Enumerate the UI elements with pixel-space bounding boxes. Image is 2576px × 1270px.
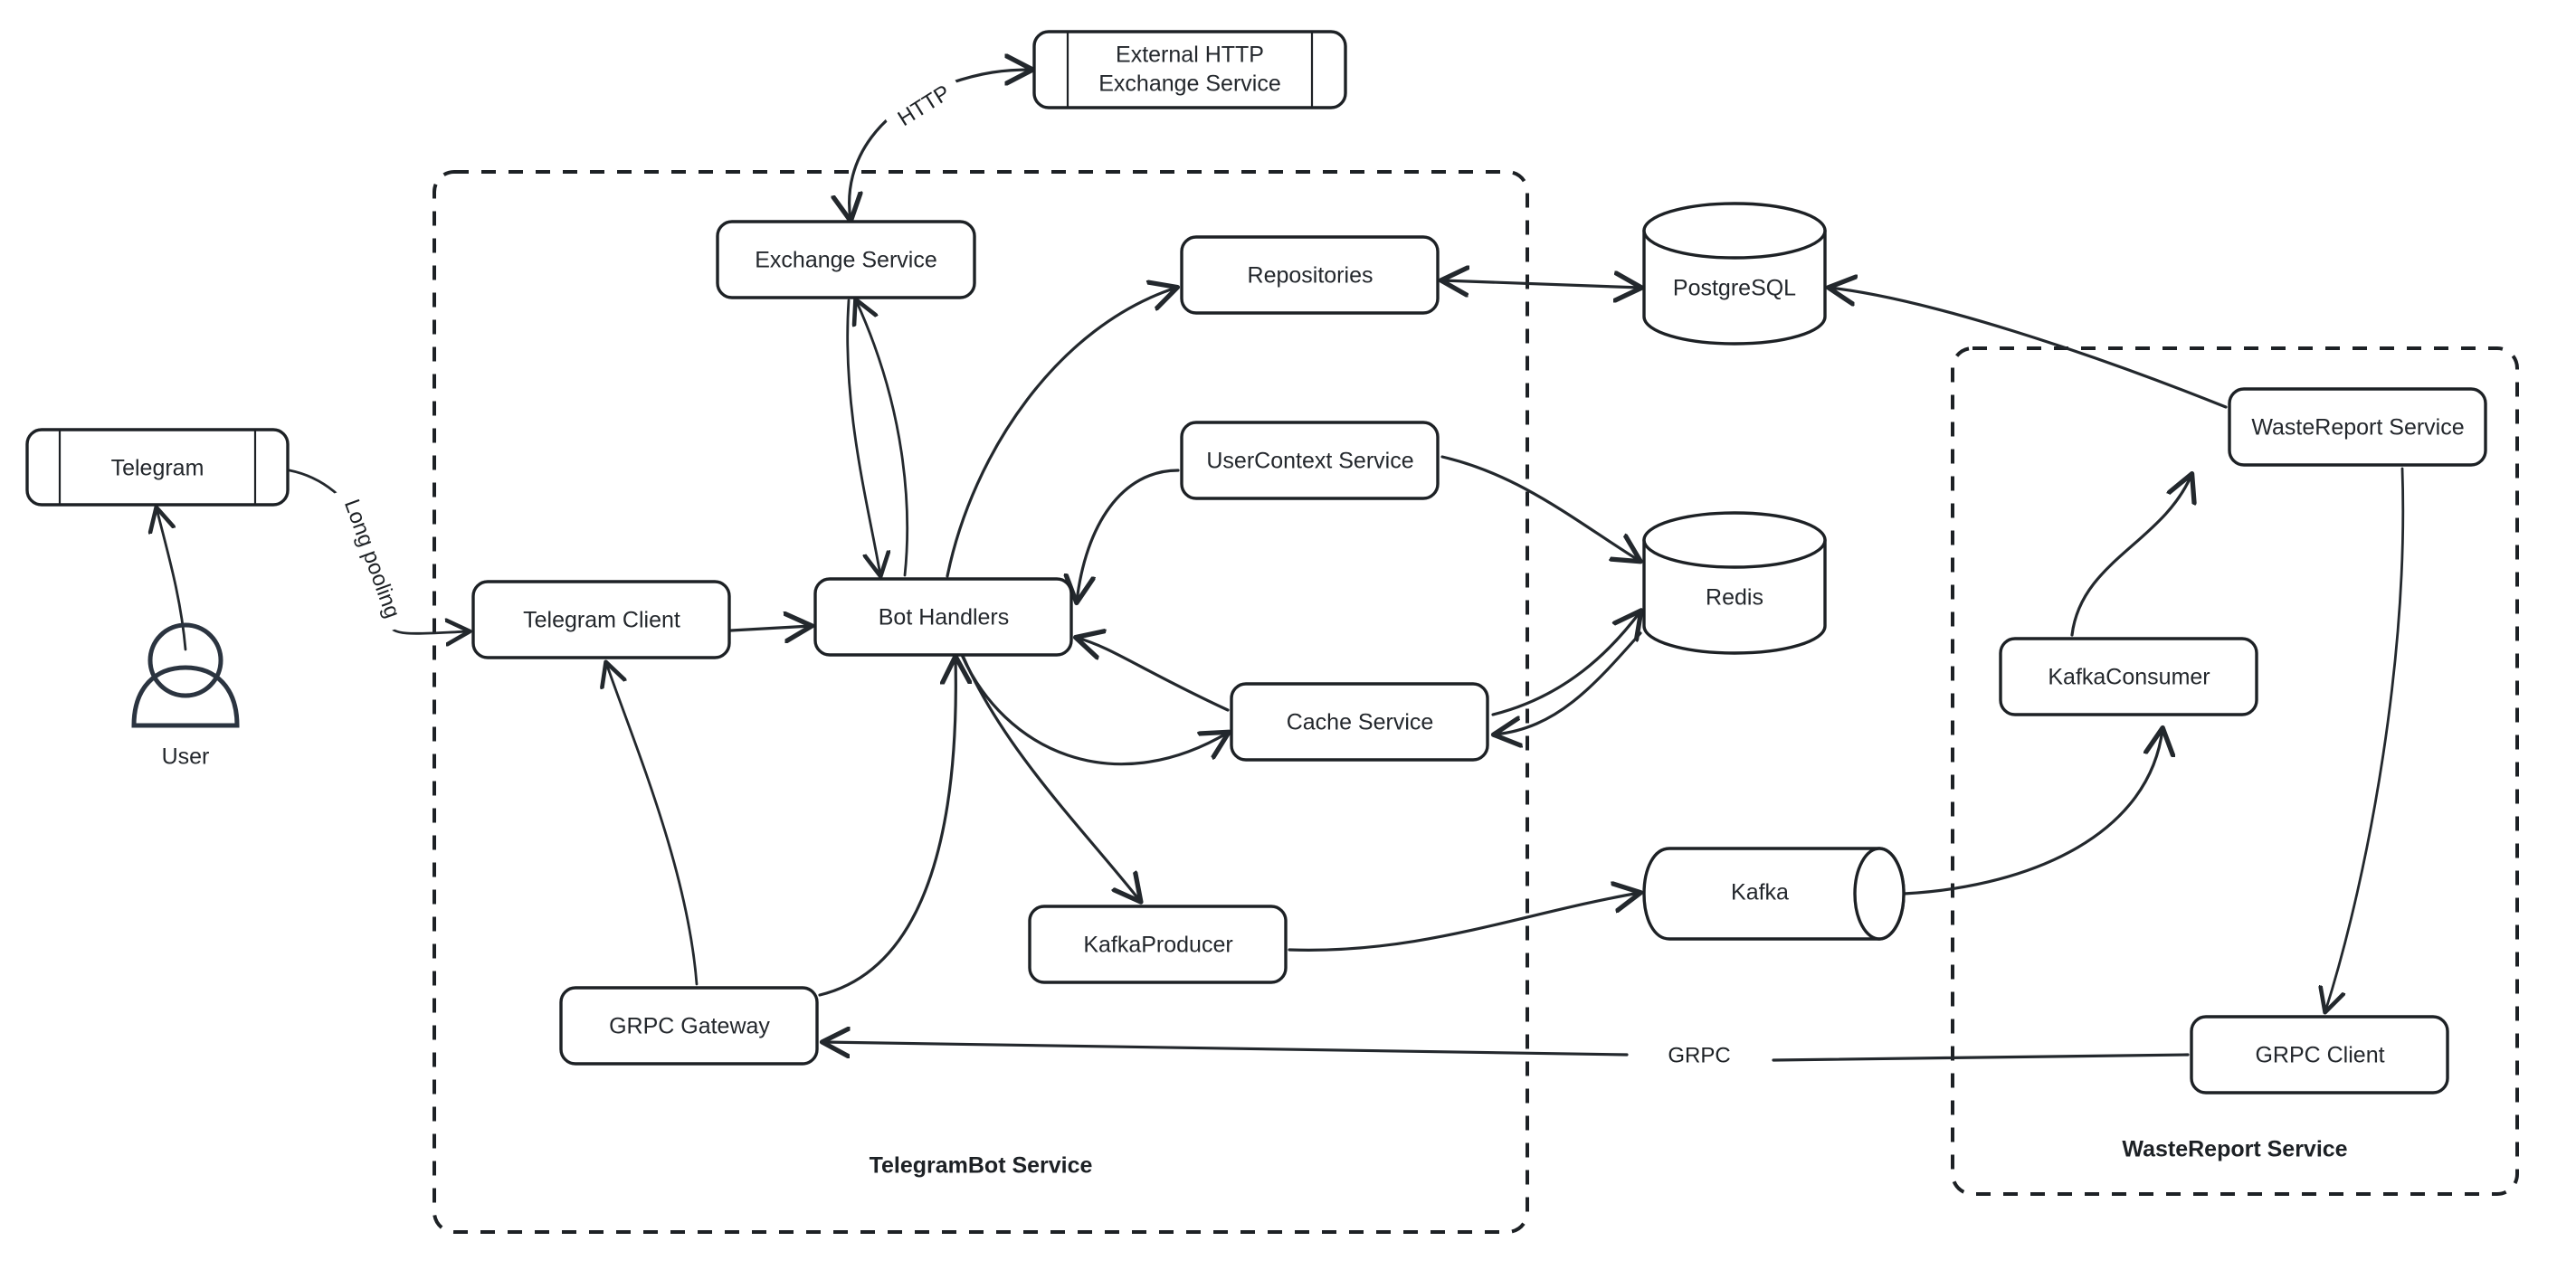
node-kafka[interactable]: Kafka — [1642, 847, 1906, 941]
edge-cache-service-to-bot-handlers — [1077, 638, 1230, 712]
edge-kafkaconsumer-to-wastereport-service — [2070, 475, 2191, 637]
node-exchange-service[interactable]: Exchange Service — [716, 220, 976, 299]
edge-bot-handlers-to-exchange-service — [856, 300, 909, 577]
edge-grpc-client-to-label — [1772, 1053, 2190, 1062]
node-cache-service[interactable]: Cache Service — [1230, 682, 1489, 762]
edge-kafka-to-kafkaconsumer — [1902, 729, 2163, 896]
edge-repositories-to-postgresql — [1442, 280, 1640, 288]
telegram-client-box — [471, 580, 731, 659]
node-telegram-client[interactable]: Telegram Client — [471, 580, 731, 659]
container-wastereport-service: WasteReport Service — [1951, 346, 2519, 1196]
external-http-exchange-service-box — [1032, 30, 1347, 109]
node-postgresql[interactable]: PostgreSQL — [1642, 202, 1827, 346]
wastereport-container-boundary — [1951, 346, 2519, 1196]
edge-label-http: HTTP — [882, 71, 967, 142]
node-repositories[interactable]: Repositories — [1180, 235, 1440, 315]
kafkaconsumer-label: KafkaConsumer — [2048, 665, 2210, 690]
edge-user-to-telegram — [157, 508, 187, 651]
edge-bot-handlers-to-repositories — [946, 288, 1176, 578]
kafka-label: Kafka — [1731, 880, 1789, 905]
kafkaproducer-box — [1028, 905, 1288, 984]
postgresql-top — [1642, 202, 1827, 260]
edge-usercontext-service-to-redis — [1440, 455, 1640, 561]
edge-bot-handlers-to-cache-service — [960, 653, 1228, 766]
exchange-service-label: Exchange Service — [755, 248, 937, 273]
grpc-label-text: GRPC — [1668, 1043, 1730, 1067]
long-pooling-label-backdrop — [330, 483, 412, 635]
edge-label-long-pooling: Long pooling — [330, 483, 412, 635]
node-kafkaconsumer[interactable]: KafkaConsumer — [1999, 637, 2258, 716]
edge-bot-handlers-to-kafkaproducer — [962, 656, 1140, 901]
grpc-label-backdrop — [1658, 1040, 1741, 1073]
grpc-client-box — [2190, 1015, 2449, 1095]
telegram-label: Telegram — [111, 456, 204, 481]
postgresql-label: PostgreSQL — [1673, 276, 1796, 301]
node-grpc-client[interactable]: GRPC Client — [2190, 1015, 2449, 1095]
node-usercontext-service[interactable]: UserContext Service — [1180, 421, 1440, 500]
telegram-client-label: Telegram Client — [523, 608, 680, 633]
usercontext-service-box — [1180, 421, 1440, 500]
telegrambot-container-label: TelegramBot Service — [870, 1153, 1093, 1179]
grpc-gateway-label: GRPC Gateway — [609, 1014, 770, 1039]
kafkaproducer-label: KafkaProducer — [1083, 933, 1232, 958]
node-bot-handlers[interactable]: Bot Handlers — [813, 577, 1073, 657]
repositories-box — [1180, 235, 1440, 315]
edge-exchange-service-to-bot-handlers — [846, 299, 880, 575]
wastereport-service-label: WasteReport Service — [2251, 415, 2464, 441]
wastereport-service-box — [2228, 387, 2487, 467]
edge-wastereport-service-to-postgresql — [1830, 288, 2228, 409]
edge-kafkaproducer-to-kafka — [1288, 893, 1640, 952]
cache-service-box — [1230, 682, 1489, 762]
node-external-http-exchange-service[interactable]: External HTTP Exchange Service — [1032, 30, 1347, 109]
node-kafkaproducer[interactable]: KafkaProducer — [1028, 905, 1288, 984]
kafka-right-cap — [1853, 847, 1906, 941]
edge-cache-service-to-redis — [1491, 611, 1640, 716]
grpc-client-label: GRPC Client — [2255, 1043, 2384, 1068]
edge-redis-to-cache-service — [1495, 631, 1642, 735]
telegram-box — [25, 428, 290, 507]
kafkaconsumer-box — [1999, 637, 2258, 716]
postgresql-body — [1642, 229, 1827, 346]
edge-grpc-gateway-to-telegram-client — [606, 663, 699, 986]
node-telegram[interactable]: Telegram — [25, 428, 290, 507]
external-http-exchange-service-label-line2: Exchange Service — [1098, 71, 1281, 97]
edge-wastereport-service-to-grpc-client — [2325, 467, 2405, 1011]
edge-telegram-client-to-bot-handlers — [729, 626, 811, 630]
exchange-service-box — [716, 220, 976, 299]
actor-user[interactable]: User — [131, 622, 240, 770]
bot-handlers-label: Bot Handlers — [879, 605, 1010, 630]
user-head-icon — [147, 622, 223, 698]
node-grpc-gateway[interactable]: GRPC Gateway — [559, 986, 819, 1066]
user-label: User — [162, 744, 210, 770]
node-redis[interactable]: Redis — [1642, 511, 1827, 655]
wastereport-container-label: WasteReport Service — [2122, 1137, 2347, 1162]
grpc-gateway-box — [559, 986, 819, 1066]
repositories-label: Repositories — [1248, 263, 1374, 289]
http-label-backdrop — [882, 71, 967, 142]
redis-label: Redis — [1706, 585, 1763, 611]
redis-body — [1642, 538, 1827, 655]
bot-handlers-box — [813, 577, 1073, 657]
edge-grpc-gateway-to-bot-handlers — [818, 658, 955, 997]
user-body-icon — [131, 665, 240, 728]
edge-label-grpc: GRPC — [1658, 1040, 1741, 1073]
usercontext-service-label: UserContext Service — [1206, 449, 1413, 474]
external-http-exchange-service-label-line1: External HTTP — [1116, 43, 1264, 68]
edge-grpc-label-to-grpc-gateway — [823, 1042, 1629, 1055]
redis-top — [1642, 511, 1827, 569]
edge-usercontext-service-to-bot-handlers — [1077, 469, 1180, 602]
cache-service-label: Cache Service — [1287, 710, 1434, 735]
node-wastereport-service[interactable]: WasteReport Service — [2228, 387, 2487, 467]
